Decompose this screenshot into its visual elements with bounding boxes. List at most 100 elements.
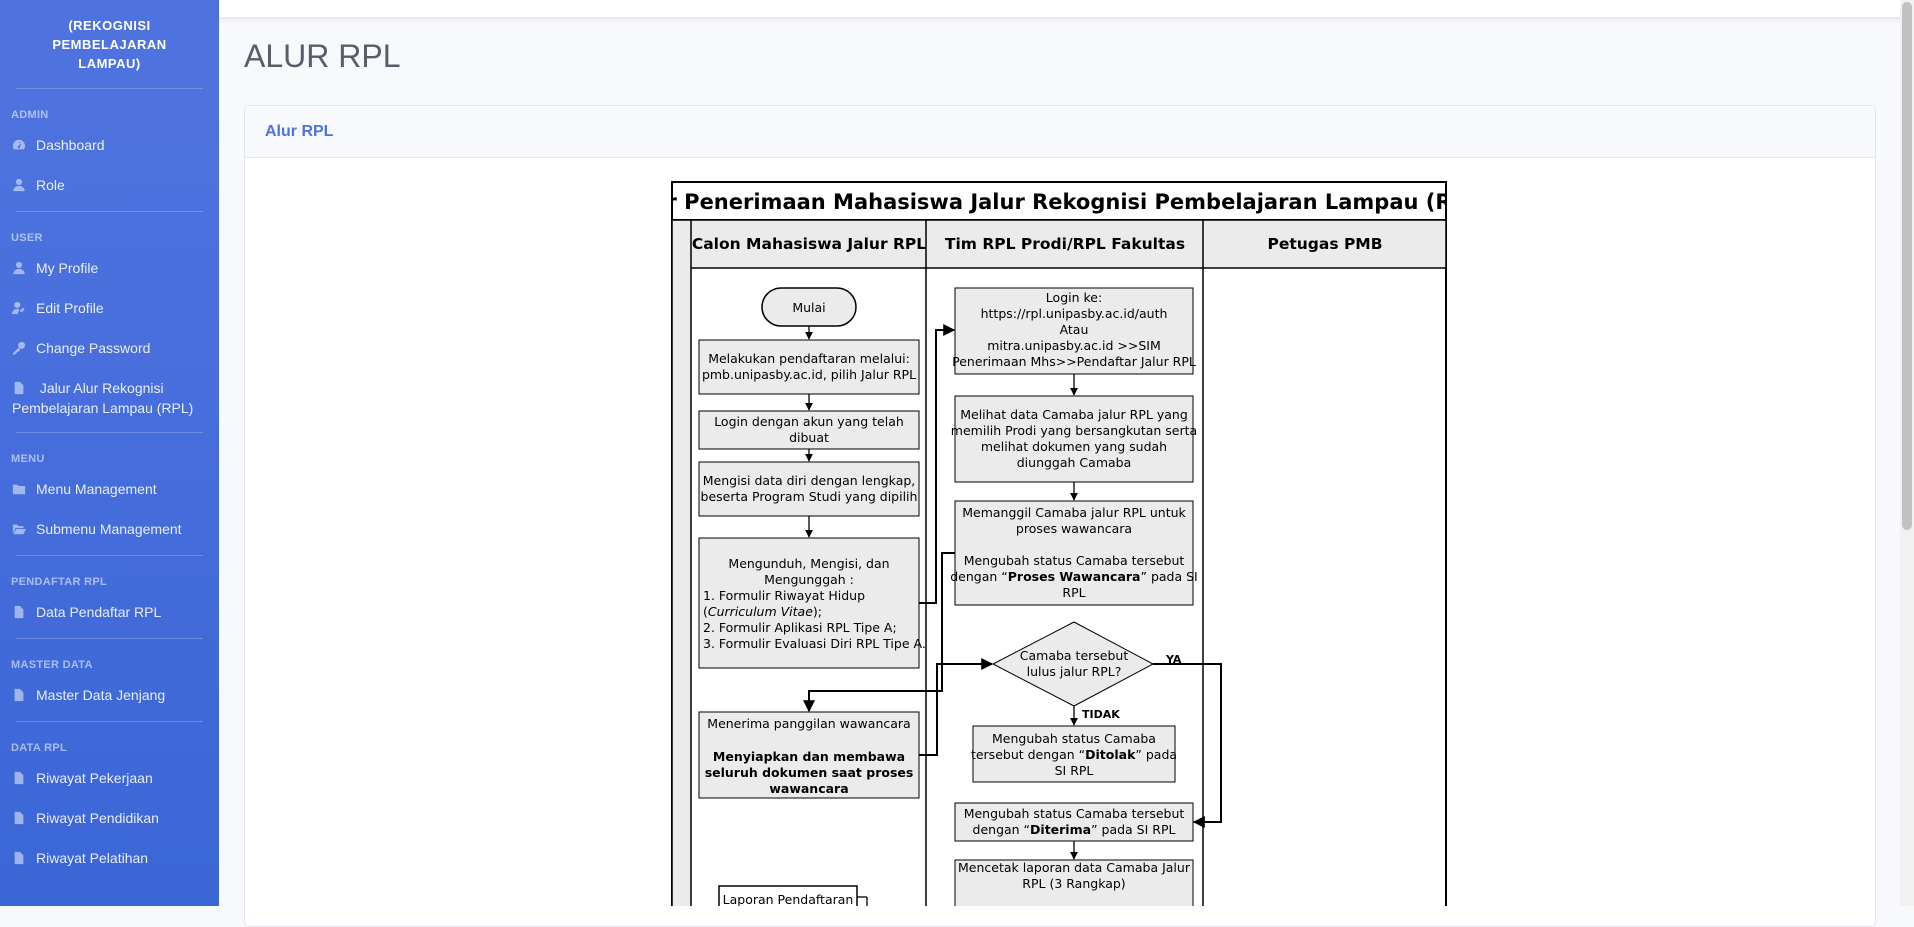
file-icon bbox=[14, 851, 24, 865]
line: Atau bbox=[1060, 322, 1089, 337]
line: mitra.unipasby.ac.id >>SIM bbox=[987, 338, 1161, 353]
sidebar-item-label: Edit Profile bbox=[36, 300, 104, 316]
topbar bbox=[219, 0, 1914, 17]
label-tidak-text: TIDAK bbox=[1082, 708, 1120, 721]
line: Curriculum Vitae bbox=[708, 604, 813, 619]
sidebar-item-jalur-rpl[interactable]: Jalur Alur Rekognisi Pembelajaran Lampau… bbox=[0, 368, 219, 428]
line: Melakukan pendaftaran melalui: bbox=[708, 351, 910, 366]
arrow bbox=[803, 552, 955, 713]
line: 3. Formulir Evaluasi Diri RPL Tipe A. bbox=[703, 636, 926, 651]
line: beserta Program Studi yang dipilih bbox=[701, 489, 918, 504]
line: proses wawancara bbox=[1016, 521, 1132, 536]
line: Menerima panggilan wawancara bbox=[707, 716, 910, 731]
sidebar-item-label: My Profile bbox=[36, 260, 99, 276]
doc-laporan-text: Laporan Pendaftaran bbox=[723, 892, 854, 906]
line: Menyiapkan dan membawa bbox=[713, 749, 905, 764]
sidebar-item-label: Master Data Jenjang bbox=[36, 687, 166, 703]
line: Mengubah status Camaba bbox=[992, 731, 1156, 746]
step-lihat-data bbox=[954, 395, 1194, 483]
sidebar-heading-menu: MENU bbox=[11, 453, 45, 465]
sidebar-item-riwayat-pendidikan[interactable]: Riwayat Pendidikan bbox=[0, 798, 219, 838]
doc-laporan bbox=[718, 885, 858, 906]
line: Login ke: bbox=[1046, 290, 1102, 305]
sidebar-item-label: Menu Management bbox=[36, 481, 157, 497]
sidebar-item-label: Riwayat Pendidikan bbox=[36, 810, 159, 826]
user-icon bbox=[13, 261, 25, 275]
line: pmb.unipasby.ac.id, pilih Jalur RPL bbox=[702, 367, 916, 382]
line: RPL bbox=[1062, 585, 1085, 600]
sidebar-item-edit-profile[interactable]: Edit Profile bbox=[0, 288, 219, 328]
line: melihat dokumen yang sudah bbox=[981, 439, 1167, 454]
rpl-flowchart: Alur Penerimaan Mahasiswa Jalur Rekognis… bbox=[671, 181, 1447, 906]
sidebar-item-label: Submenu Management bbox=[36, 521, 182, 537]
sidebar-brand[interactable]: (REKOGNISI PEMBELAJARAN LAMPAU) bbox=[0, 0, 219, 88]
sidebar-heading-pendaftar: PENDAFTAR RPL bbox=[11, 576, 107, 588]
line: Mengunduh, Mengisi, dan bbox=[728, 556, 889, 571]
sidebar-heading-data-rpl: DATA RPL bbox=[11, 742, 67, 754]
lane-label-text: Petugas PMB bbox=[1267, 235, 1382, 253]
step-login-tim-text: Login ke:https://rpl.unipasby.ac.id/auth… bbox=[952, 290, 1196, 369]
sidebar-item-role[interactable]: Role bbox=[0, 165, 219, 205]
flow-title: Alur Penerimaan Mahasiswa Jalur Rekognis… bbox=[671, 190, 1447, 214]
sidebar-item-menu-management[interactable]: Menu Management bbox=[0, 469, 219, 509]
step-wawancara bbox=[698, 711, 920, 799]
sidebar-item-change-password[interactable]: Change Password bbox=[0, 328, 219, 368]
line: Melihat data Camaba jalur RPL yang bbox=[960, 407, 1188, 422]
sidebar-divider bbox=[16, 211, 203, 212]
label-tidak: TIDAK bbox=[1082, 708, 1120, 721]
sidebar-heading-master: MASTER DATA bbox=[11, 659, 93, 671]
sidebar-item-riwayat-pekerjaan[interactable]: Riwayat Pekerjaan bbox=[0, 758, 219, 798]
line: Mengunggah : bbox=[764, 572, 854, 587]
key-icon bbox=[12, 341, 26, 355]
sidebar-item-label: Riwayat Pelatihan bbox=[36, 850, 149, 866]
sidebar-heading-user: USER bbox=[11, 232, 43, 244]
line: memilih Prodi yang bersangkutan serta bbox=[951, 423, 1197, 438]
file-icon bbox=[14, 605, 24, 619]
lane-label-text: Calon Mahasiswa Jalur RPL bbox=[692, 235, 926, 253]
step-pendaftaran-text: Melakukan pendaftaran melalui:pmb.unipas… bbox=[702, 351, 916, 382]
sidebar-item-label: Dashboard bbox=[36, 137, 105, 153]
line: seluruh dokumen saat proses bbox=[705, 765, 914, 780]
lane-label-text: Tim RPL Prodi/RPL Fakultas bbox=[945, 235, 1185, 253]
line: dengan “ bbox=[950, 569, 1008, 584]
sidebar-item-label: Jalur Alur Rekognisi Pembelajaran Lampau… bbox=[12, 380, 194, 416]
line: ” pada bbox=[1135, 747, 1177, 762]
line: Mengisi data diri dengan lengkap, bbox=[703, 473, 916, 488]
page-title: ALUR RPL bbox=[244, 38, 401, 74]
line: Camaba tersebut bbox=[1020, 648, 1129, 663]
scrollbar-thumb[interactable] bbox=[1902, 2, 1912, 530]
flow-start-text: Mulai bbox=[792, 300, 825, 315]
flow-start-label: Mulai bbox=[792, 300, 825, 315]
sidebar-item-data-pendaftar[interactable]: Data Pendaftar RPL bbox=[0, 592, 219, 632]
line: 1. Formulir Riwayat Hidup bbox=[703, 588, 865, 603]
sidebar-item-master-jenjang[interactable]: Master Data Jenjang bbox=[0, 675, 219, 715]
step-cetak bbox=[954, 859, 1194, 906]
page-scrollbar[interactable] bbox=[1900, 0, 1914, 906]
sidebar-item-submenu-management[interactable]: Submenu Management bbox=[0, 509, 219, 549]
sidebar-divider bbox=[16, 721, 203, 722]
sidebar-item-riwayat-pelatihan[interactable]: Riwayat Pelatihan bbox=[0, 838, 219, 878]
sidebar: (REKOGNISI PEMBELAJARAN LAMPAU) ADMIN Da… bbox=[0, 0, 219, 906]
sidebar-divider bbox=[16, 555, 203, 556]
line: wawancara bbox=[769, 781, 848, 796]
left-gutter bbox=[671, 219, 692, 906]
line: ( bbox=[703, 604, 708, 619]
line: diunggah Camaba bbox=[1017, 455, 1132, 470]
flow-title-band bbox=[671, 181, 1447, 221]
arrow bbox=[919, 324, 956, 604]
sidebar-item-label: Riwayat Pekerjaan bbox=[36, 770, 153, 786]
line: Memanggil Camaba jalur RPL untuk bbox=[962, 505, 1186, 520]
brand-text: (REKOGNISI PEMBELAJARAN LAMPAU) bbox=[52, 17, 167, 71]
card-header: Alur RPL bbox=[245, 106, 1875, 158]
flow-title-text: Alur Penerimaan Mahasiswa Jalur Rekognis… bbox=[671, 190, 1447, 214]
sidebar-item-dashboard[interactable]: Dashboard bbox=[0, 125, 219, 165]
sidebar-item-my-profile[interactable]: My Profile bbox=[0, 248, 219, 288]
line: 2. Formulir Aplikasi RPL Tipe A; bbox=[703, 620, 897, 635]
